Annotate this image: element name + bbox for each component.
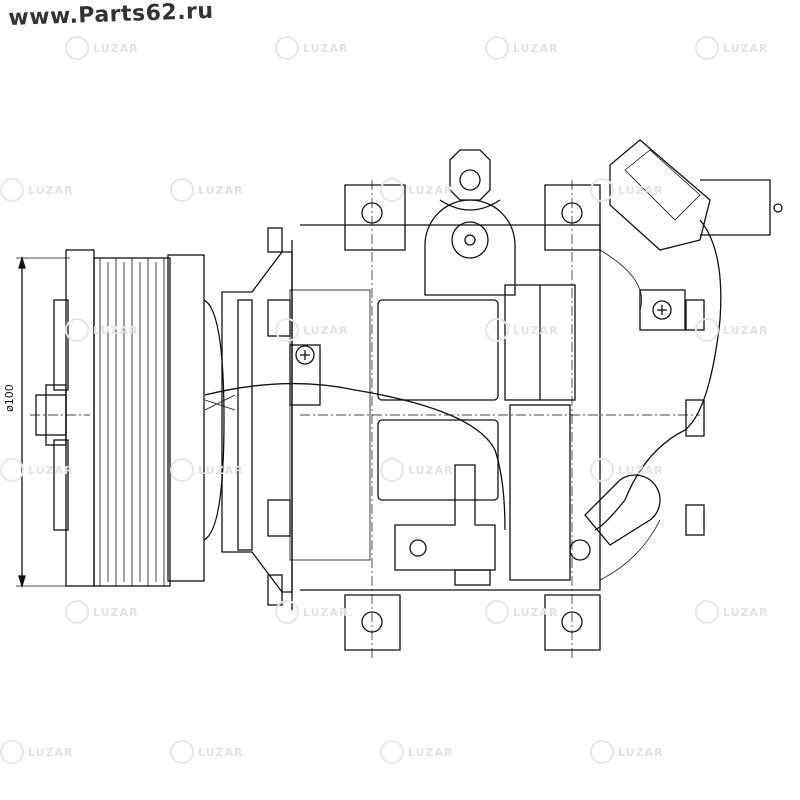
luzar-watermark: LUZAR <box>485 36 559 60</box>
luzar-watermark: LUZAR <box>695 600 769 624</box>
luzar-watermark: LUZAR <box>485 318 559 342</box>
luzar-logo-icon <box>380 178 404 202</box>
luzar-watermark: LUZAR <box>0 458 74 482</box>
luzar-text: LUZAR <box>723 605 769 619</box>
luzar-watermark: LUZAR <box>65 318 139 342</box>
luzar-watermark: LUZAR <box>590 458 664 482</box>
luzar-logo-icon <box>380 740 404 764</box>
luzar-text: LUZAR <box>28 745 74 759</box>
front-housing <box>221 224 601 610</box>
diameter-dimension <box>16 255 70 589</box>
luzar-logo-icon <box>0 178 24 202</box>
luzar-logo-icon <box>485 36 509 60</box>
luzar-logo-icon <box>275 600 299 624</box>
luzar-text: LUZAR <box>93 41 139 55</box>
luzar-text: LUZAR <box>93 605 139 619</box>
luzar-logo-icon <box>485 318 509 342</box>
luzar-watermark: LUZAR <box>65 36 139 60</box>
luzar-text: LUZAR <box>198 463 244 477</box>
luzar-text: LUZAR <box>198 745 244 759</box>
luzar-logo-icon <box>170 458 194 482</box>
luzar-watermark: LUZAR <box>380 740 454 764</box>
luzar-text: LUZAR <box>303 323 349 337</box>
luzar-logo-icon <box>65 600 89 624</box>
luzar-text: LUZAR <box>303 605 349 619</box>
luzar-text: LUZAR <box>513 41 559 55</box>
luzar-text: LUZAR <box>618 463 664 477</box>
luzar-text: LUZAR <box>198 183 244 197</box>
luzar-logo-icon <box>590 458 614 482</box>
luzar-text: LUZAR <box>408 463 454 477</box>
luzar-logo-icon <box>590 740 614 764</box>
luzar-text: LUZAR <box>618 183 664 197</box>
luzar-text: LUZAR <box>28 183 74 197</box>
luzar-logo-icon <box>695 600 719 624</box>
mounting-ears <box>344 184 601 651</box>
luzar-watermark: LUZAR <box>0 740 74 764</box>
luzar-watermark: LUZAR <box>695 318 769 342</box>
luzar-logo-icon <box>170 178 194 202</box>
luzar-logo-icon <box>695 318 719 342</box>
luzar-watermark: LUZAR <box>590 740 664 764</box>
luzar-watermark: LUZAR <box>65 600 139 624</box>
luzar-watermark: LUZAR <box>275 318 349 342</box>
luzar-watermark: LUZAR <box>380 178 454 202</box>
pulley <box>65 249 225 587</box>
luzar-logo-icon <box>170 740 194 764</box>
luzar-logo-icon <box>0 458 24 482</box>
suction-port <box>424 149 516 296</box>
compressor-body <box>289 180 700 660</box>
luzar-text: LUZAR <box>513 323 559 337</box>
clutch-hub <box>30 299 90 531</box>
diameter-label: ø100 <box>3 384 16 412</box>
luzar-text: LUZAR <box>618 745 664 759</box>
luzar-watermark: LUZAR <box>590 178 664 202</box>
luzar-text: LUZAR <box>303 41 349 55</box>
luzar-watermark: LUZAR <box>275 36 349 60</box>
luzar-watermark: LUZAR <box>170 178 244 202</box>
luzar-watermark: LUZAR <box>170 740 244 764</box>
bolts <box>267 227 705 606</box>
luzar-text: LUZAR <box>408 745 454 759</box>
luzar-logo-icon <box>65 36 89 60</box>
luzar-logo-icon <box>0 740 24 764</box>
luzar-text: LUZAR <box>93 323 139 337</box>
luzar-watermark: LUZAR <box>170 458 244 482</box>
luzar-watermark: LUZAR <box>695 36 769 60</box>
luzar-logo-icon <box>485 600 509 624</box>
luzar-text: LUZAR <box>723 323 769 337</box>
luzar-text: LUZAR <box>723 41 769 55</box>
luzar-watermark: LUZAR <box>485 600 559 624</box>
luzar-logo-icon <box>65 318 89 342</box>
luzar-logo-icon <box>590 178 614 202</box>
luzar-logo-icon <box>380 458 404 482</box>
electrical-connector <box>609 139 783 331</box>
luzar-watermark: LUZAR <box>275 600 349 624</box>
luzar-logo-icon <box>695 36 719 60</box>
wire-harness <box>204 219 722 561</box>
luzar-text: LUZAR <box>408 183 454 197</box>
luzar-text: LUZAR <box>513 605 559 619</box>
luzar-watermark: LUZAR <box>380 458 454 482</box>
luzar-text: LUZAR <box>28 463 74 477</box>
luzar-watermark: LUZAR <box>0 178 74 202</box>
luzar-logo-icon <box>275 36 299 60</box>
luzar-logo-icon <box>275 318 299 342</box>
mounting-bracket <box>394 464 496 586</box>
